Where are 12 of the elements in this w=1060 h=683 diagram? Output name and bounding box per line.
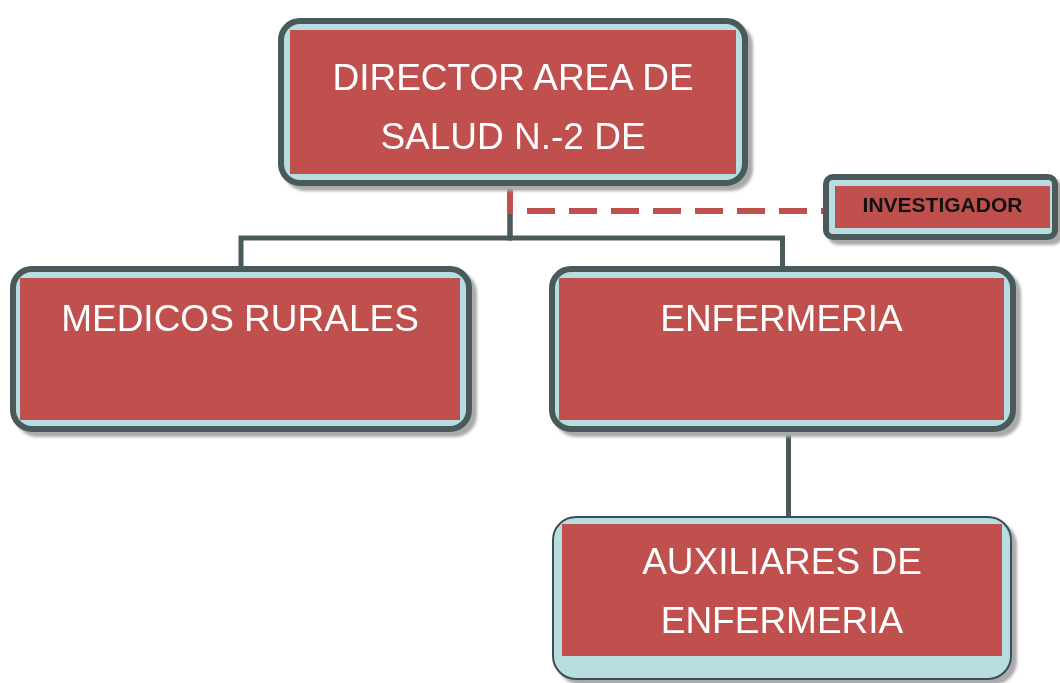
org-box [552,516,1012,680]
unit-title: MEDICOS RURALES [20,278,460,420]
unit-title: DIRECTOR AREA DE SALUD N.-2 DE [290,30,736,174]
unit-title: AUXILIARES DE ENFERMERIA [562,524,1002,656]
org-box [10,266,472,432]
unit-title: ENFERMERIA [559,278,1004,420]
org-box [823,174,1058,240]
unit-title: INVESTIGADOR [835,186,1050,228]
org-box [549,266,1016,432]
connector-line [786,432,791,516]
dashed-connector [507,186,823,214]
org-box [278,18,748,186]
